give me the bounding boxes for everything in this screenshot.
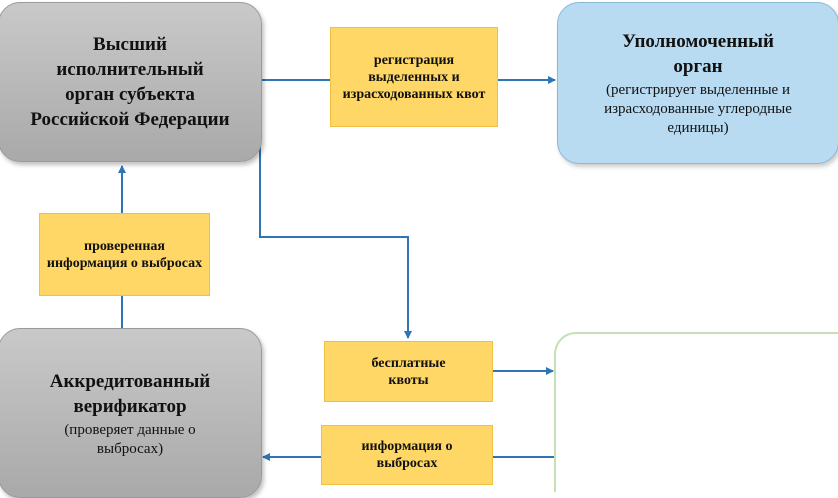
verifier-title: Аккредитованный верификатор [49,371,211,417]
label-emissions-info: информация о выбросах [321,425,493,485]
authorized-body-node: Уполномоченный орган (регистрирует выдел… [557,2,838,164]
executive-body-node: Высший исполнительный орган субъекта Рос… [0,2,262,162]
label-free-quotas: бесплатные квоты [324,341,493,402]
authorized-body-title: Уполномоченный орган [622,30,774,77]
executive-body-title: Высший исполнительный орган субъекта Рос… [30,34,230,130]
label-verified-info-text: проверенная информация о выбросах [46,238,203,271]
emitter-node [554,332,838,492]
verifier-node: Аккредитованный верификатор (проверяет д… [0,328,262,498]
label-registration-text: регистрация выделенных и израсходованных… [342,52,486,102]
arrow-to-free-quotas [259,136,412,339]
label-free-quotas-text: бесплатные квоты [371,355,446,388]
verifier-note: (проверяет данные о выбросах) [64,422,196,457]
label-verified-info: проверенная информация о выбросах [39,213,210,296]
label-registration: регистрация выделенных и израсходованных… [330,27,498,127]
authorized-body-note: (регистрирует выделенные и израсходованн… [604,81,792,136]
label-emissions-info-text: информация о выбросах [361,439,453,471]
